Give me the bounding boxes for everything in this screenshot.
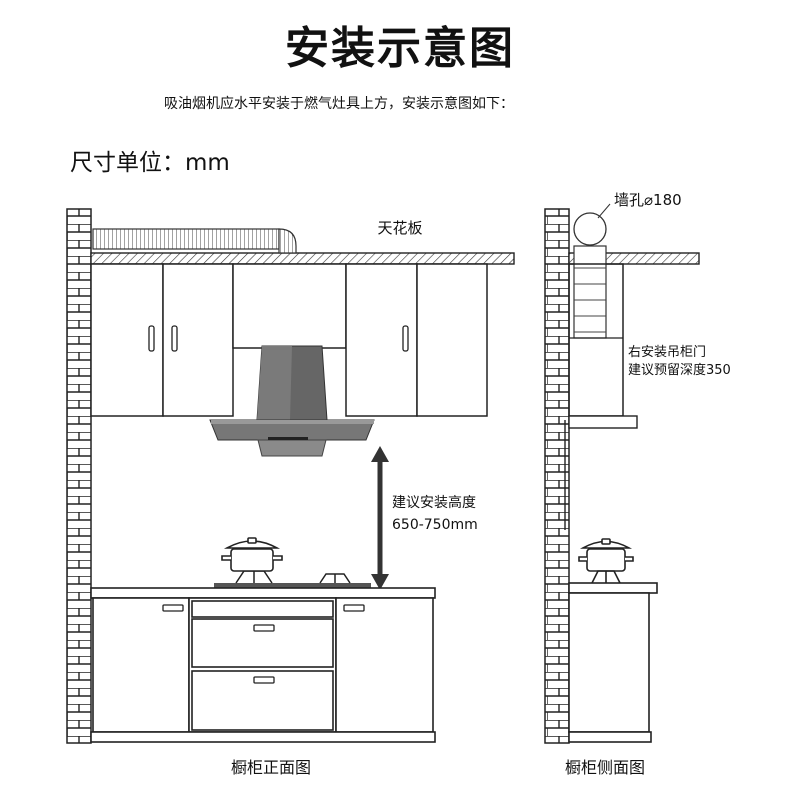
- front-view: 天花板: [66, 208, 515, 777]
- upper-cabinet-handles: [148, 325, 409, 352]
- side-duct: [573, 245, 607, 339]
- cabinet-note-line1: 右安装吊柜门: [628, 345, 706, 360]
- range-hood: [209, 345, 375, 457]
- gas-stove: [214, 570, 371, 588]
- base-cabinets: [90, 597, 436, 743]
- front-ceiling-slab: [90, 252, 515, 265]
- page-subtitle: 吸油烟机应水平安装于燃气灶具上方，安装示意图如下：: [164, 96, 514, 112]
- height-label-line1: 建议安装高度: [392, 494, 476, 511]
- base-cabinet-handles: [162, 604, 365, 684]
- side-cooking-pot: [578, 538, 634, 584]
- cabinet-note-line2: 建议预留深度350: [628, 362, 731, 378]
- page-title: 安装示意图: [285, 23, 515, 74]
- countertop: [90, 587, 436, 599]
- side-plinth: [568, 731, 652, 743]
- front-view-caption: 橱柜正面图: [231, 758, 311, 777]
- side-range-hood: [564, 415, 638, 530]
- wall-hole-label: 墙孔⌀180: [614, 191, 682, 209]
- wall-hole-circle: [573, 212, 607, 246]
- side-view: 墙孔⌀180 右安装吊柜门 建议预留深度350: [544, 191, 731, 777]
- height-label-line2: 650-750mm: [392, 517, 478, 533]
- front-brick-wall: [66, 208, 92, 744]
- ceiling-label: 天花板: [377, 219, 422, 237]
- height-arrow: [371, 446, 389, 590]
- side-base-cabinet: [568, 592, 650, 733]
- side-ceiling-slab: [568, 252, 700, 265]
- wall-hole-leader: [597, 203, 611, 219]
- units-note: 尺寸单位：mm: [70, 150, 230, 176]
- exhaust-duct: [92, 228, 297, 254]
- side-view-caption: 橱柜侧面图: [565, 758, 645, 777]
- cooking-pot: [221, 537, 283, 572]
- side-countertop: [568, 582, 658, 594]
